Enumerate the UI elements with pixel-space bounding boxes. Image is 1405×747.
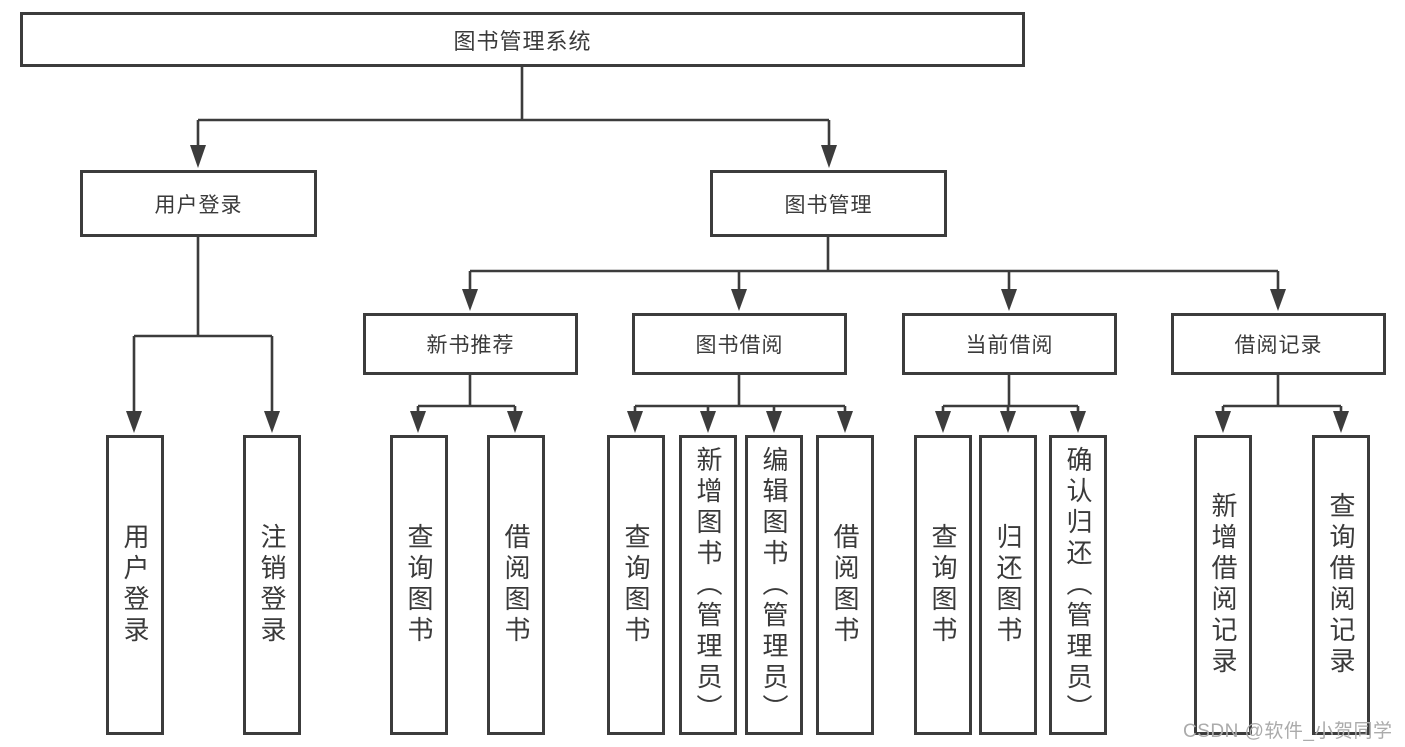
node-leaf-newbook-query-label: 查询图书	[404, 523, 434, 647]
node-leaf-confirm-return-admin-label: 确认归还（管理员）	[1063, 445, 1093, 725]
node-library-system-label: 图书管理系统	[453, 28, 592, 54]
node-book-management: 图书管理	[710, 170, 947, 237]
node-leaf-newbook-borrow: 借阅图书	[487, 435, 545, 735]
node-leaf-return-book: 归还图书	[979, 435, 1037, 735]
node-leaf-add-record-label: 新增借阅记录	[1208, 492, 1238, 678]
node-leaf-return-book-label: 归还图书	[993, 523, 1023, 647]
node-leaf-logout: 注销登录	[243, 435, 301, 735]
node-current-borrowing: 当前借阅	[902, 313, 1117, 375]
node-leaf-query-record-label: 查询借阅记录	[1326, 492, 1356, 678]
node-leaf-user-login-label: 用户登录	[120, 523, 150, 647]
node-book-borrowing: 图书借阅	[632, 313, 847, 375]
node-leaf-edit-book-admin-label: 编辑图书（管理员）	[759, 445, 789, 725]
csdn-watermark: CSDN @软件_小贺同学	[1183, 721, 1393, 742]
node-leaf-add-book-admin: 新增图书（管理员）	[679, 435, 737, 735]
node-user-login-label: 用户登录	[154, 193, 243, 217]
node-leaf-newbook-query: 查询图书	[390, 435, 448, 735]
node-leaf-borrow-query-label: 查询图书	[621, 523, 651, 647]
node-leaf-borrow-query: 查询图书	[607, 435, 665, 735]
node-leaf-newbook-borrow-label: 借阅图书	[501, 523, 531, 647]
node-current-borrowing-label: 当前借阅	[965, 334, 1054, 357]
node-leaf-current-query-label: 查询图书	[928, 523, 958, 647]
node-library-system: 图书管理系统	[20, 12, 1025, 67]
node-leaf-logout-label: 注销登录	[257, 523, 287, 647]
node-leaf-confirm-return-admin: 确认归还（管理员）	[1049, 435, 1107, 735]
node-book-management-label: 图书管理	[784, 193, 873, 217]
node-new-book-recommend-label: 新书推荐	[426, 334, 515, 357]
node-leaf-add-book-admin-label: 新增图书（管理员）	[693, 445, 723, 725]
node-leaf-current-query: 查询图书	[914, 435, 972, 735]
node-new-book-recommend: 新书推荐	[363, 313, 578, 375]
node-leaf-edit-book-admin: 编辑图书（管理员）	[745, 435, 803, 735]
node-leaf-query-record: 查询借阅记录	[1312, 435, 1370, 735]
node-user-login: 用户登录	[80, 170, 317, 237]
node-book-borrowing-label: 图书借阅	[695, 334, 784, 357]
node-leaf-user-login: 用户登录	[106, 435, 164, 735]
node-leaf-borrow-book-label: 借阅图书	[830, 523, 860, 647]
node-leaf-add-record: 新增借阅记录	[1194, 435, 1252, 735]
node-leaf-borrow-book: 借阅图书	[816, 435, 874, 735]
node-borrow-records-label: 借阅记录	[1234, 334, 1323, 357]
node-borrow-records: 借阅记录	[1171, 313, 1386, 375]
